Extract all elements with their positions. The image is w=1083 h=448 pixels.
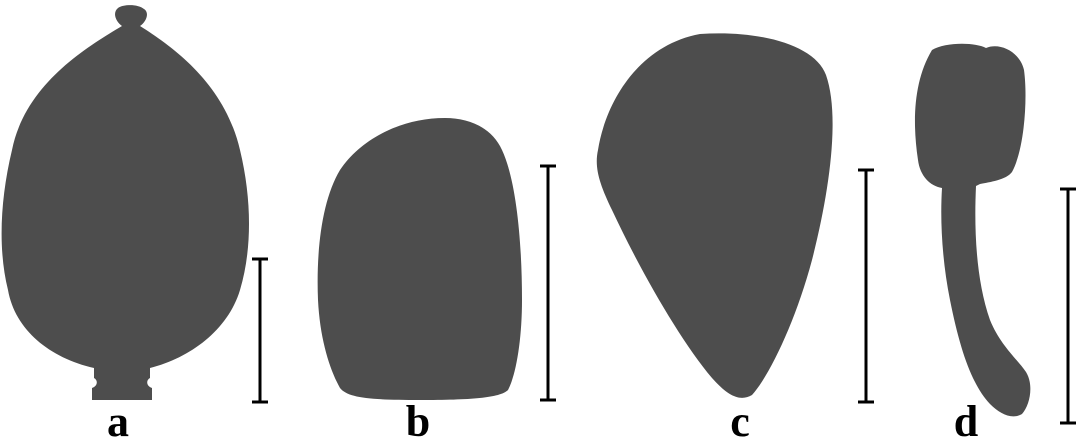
scale-bar-c — [858, 170, 874, 402]
specimen-silhouette-b — [318, 118, 522, 400]
scale-bar-b — [540, 166, 556, 400]
panel-label-b: b — [406, 397, 430, 446]
specimen-silhouette-c — [597, 33, 833, 397]
panel-label-a: a — [107, 397, 129, 446]
panel-label-d: d — [954, 397, 978, 446]
panel-b: b — [318, 118, 556, 446]
scale-bar-d — [1060, 189, 1076, 423]
panel-c: c — [597, 33, 874, 446]
scale-bar-a — [252, 259, 268, 402]
specimen-silhouette-a — [2, 5, 249, 400]
panel-a: a — [2, 5, 268, 446]
panel-label-c: c — [730, 397, 750, 446]
specimen-silhouette-d — [915, 44, 1030, 417]
panel-d: d — [915, 44, 1076, 446]
